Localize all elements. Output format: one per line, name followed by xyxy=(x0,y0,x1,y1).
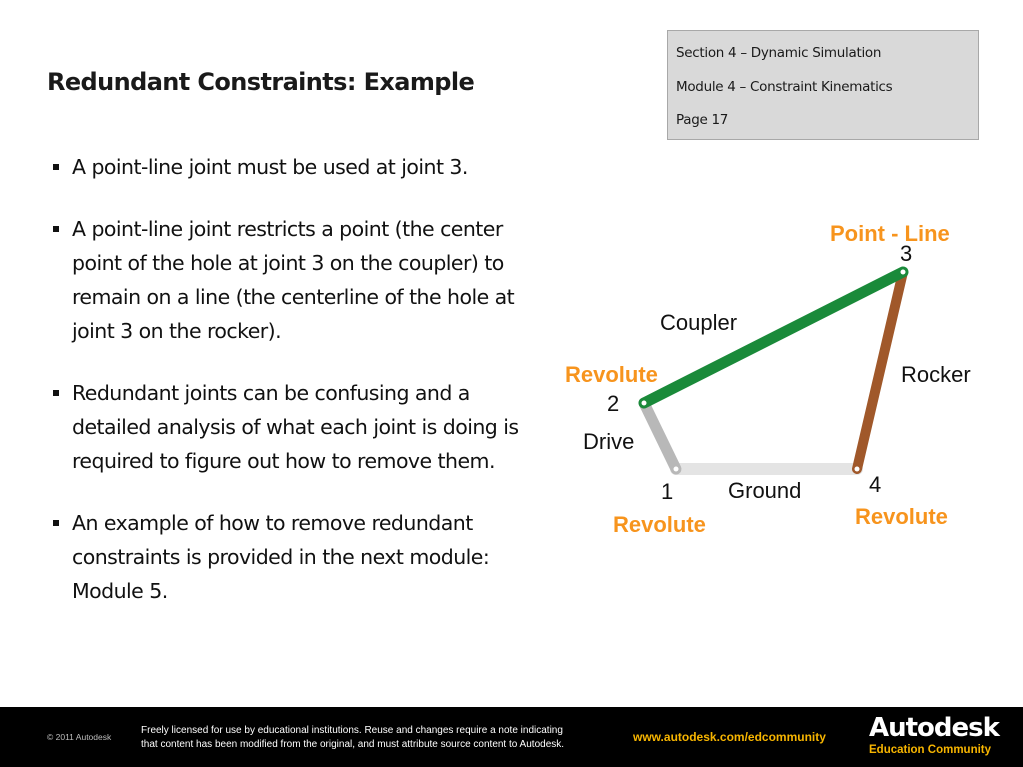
license-text: Freely licensed for use by educational i… xyxy=(141,724,621,752)
joint-type-label-3: Point - Line xyxy=(830,221,950,246)
rocker-label: Rocker xyxy=(901,362,971,387)
joint-type-label-4: Revolute xyxy=(855,504,948,529)
joint-type-label-1: Revolute xyxy=(613,512,706,537)
copyright-text: © 2011 Autodesk xyxy=(47,732,112,742)
bullet-item: A point-line joint restricts a point (th… xyxy=(50,212,550,348)
bullet-list: A point-line joint must be used at joint… xyxy=(50,150,550,636)
slide-title: Redundant Constraints: Example xyxy=(47,68,475,96)
section-label: Section 4 – Dynamic Simulation xyxy=(676,45,882,61)
coupler-label: Coupler xyxy=(660,310,737,335)
page-label: Page 17 xyxy=(676,112,729,128)
joint-number-4: 4 xyxy=(869,472,881,497)
section-info-box: Section 4 – Dynamic Simulation Module 4 … xyxy=(667,30,979,140)
footer-bar: © 2011 Autodesk Freely licensed for use … xyxy=(0,707,1023,767)
joint-pin-3 xyxy=(900,269,906,275)
license-line: Freely licensed for use by educational i… xyxy=(141,725,563,736)
community-link[interactable]: www.autodesk.com/edcommunity xyxy=(633,730,826,744)
bullet-item: Redundant joints can be confusing and a … xyxy=(50,376,550,478)
joint-pin-2 xyxy=(641,400,647,406)
bullet-item: An example of how to remove redundant co… xyxy=(50,506,550,608)
bullet-item: A point-line joint must be used at joint… xyxy=(50,150,550,184)
joint-pin-4 xyxy=(854,466,860,472)
joint-number-2: 2 xyxy=(607,391,619,416)
joint-type-label-2: Revolute xyxy=(565,362,658,387)
coupler-link xyxy=(638,266,909,409)
license-line: that content has been modified from the … xyxy=(141,739,565,750)
rocker-link xyxy=(852,267,908,474)
joint-pin-1 xyxy=(673,466,679,472)
joint-number-1: 1 xyxy=(661,479,673,504)
drive-link xyxy=(638,397,682,475)
drive-label: Drive xyxy=(583,429,634,454)
ground-label: Ground xyxy=(728,478,801,503)
autodesk-logo: Autodesk xyxy=(869,713,1000,743)
joint-number-3: 3 xyxy=(900,241,912,266)
education-community-label: Education Community xyxy=(869,744,992,756)
module-label: Module 4 – Constraint Kinematics xyxy=(676,78,893,95)
